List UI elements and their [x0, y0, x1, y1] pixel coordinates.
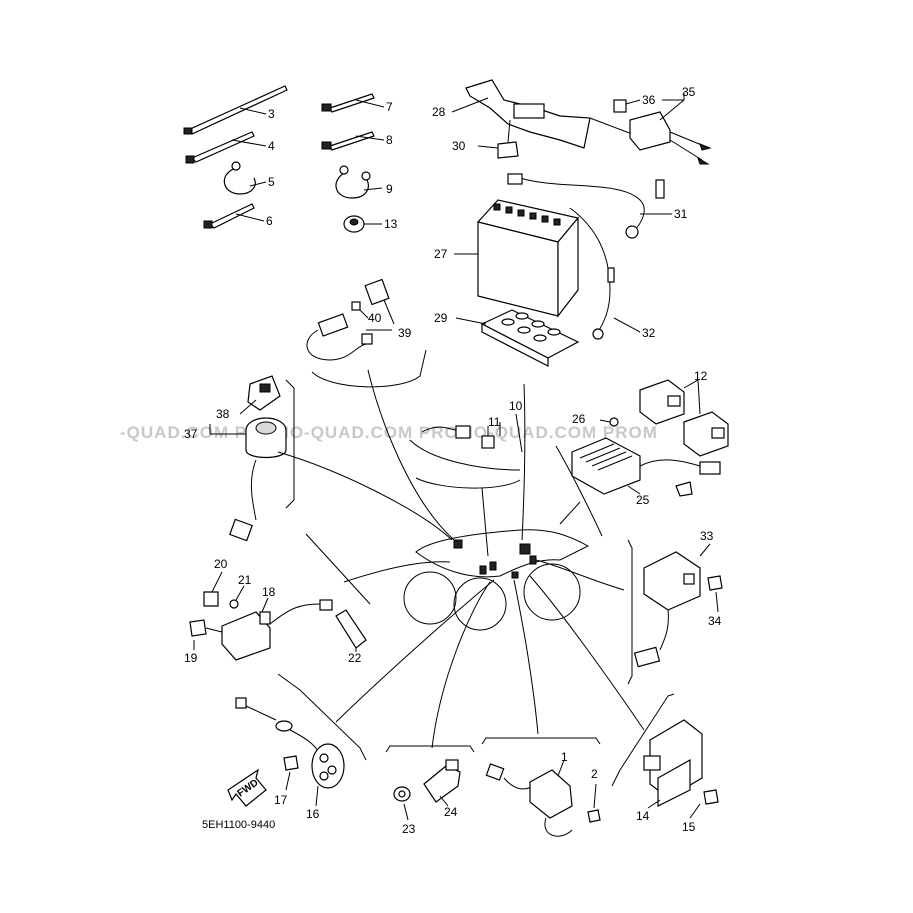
diagram-code: 5EH1100-9440 [202, 819, 275, 831]
part-label-28: 28 [432, 105, 446, 119]
part-label-20: 20 [214, 557, 228, 571]
part-label-21: 21 [238, 573, 252, 587]
ecu-group [611, 693, 719, 819]
part-label-12: 12 [694, 369, 708, 383]
part-label-26: 26 [572, 412, 586, 426]
part-label-33: 33 [700, 529, 714, 543]
part-label-2: 2 [591, 767, 598, 781]
part-label-18: 18 [262, 585, 276, 599]
part-label-3: 3 [268, 107, 275, 121]
part-label-19: 19 [184, 651, 198, 665]
main-switch-group [209, 375, 295, 542]
part-label-34: 34 [708, 614, 722, 628]
part-label-37: 37 [184, 427, 198, 441]
part-label-15: 15 [682, 820, 696, 834]
part-label-31: 31 [674, 207, 688, 221]
part-label-5: 5 [268, 175, 275, 189]
battery-group [451, 79, 712, 367]
battery-cells [493, 203, 561, 226]
part-label-24: 24 [444, 805, 458, 819]
part-label-22: 22 [348, 651, 362, 665]
part-label-40: 40 [368, 311, 382, 325]
part-label-32: 32 [642, 326, 656, 340]
speed-sensor-group [235, 673, 367, 807]
part-labels: 1 2 3 4 5 6 7 8 9 10 11 12 13 14 15 16 1… [184, 85, 722, 836]
part-label-23: 23 [402, 822, 416, 836]
part-label-30: 30 [452, 139, 466, 153]
relays-group [639, 379, 729, 457]
ignition-coil-group [481, 737, 601, 837]
wire-lead-group [306, 278, 427, 388]
leader-lines [277, 369, 645, 749]
vehicle-frame [403, 529, 590, 631]
part-label-1: 1 [561, 750, 568, 764]
part-label-35: 35 [682, 85, 696, 99]
cable-ties-group [183, 85, 385, 233]
fwd-arrow: FWD [227, 768, 267, 807]
part-label-4: 4 [268, 139, 275, 153]
part-label-8: 8 [386, 133, 393, 147]
part-label-13: 13 [384, 217, 398, 231]
part-label-36: 36 [642, 93, 656, 107]
part-label-6: 6 [266, 214, 273, 228]
part-label-16: 16 [306, 807, 320, 821]
part-label-38: 38 [216, 407, 230, 421]
part-label-17: 17 [274, 793, 288, 807]
part-label-27: 27 [434, 247, 448, 261]
neutral-switch-group [385, 745, 475, 821]
rectifier-group [555, 417, 721, 537]
part-label-10: 10 [509, 399, 523, 413]
starter-relay-group [189, 571, 367, 661]
part-label-39: 39 [398, 326, 412, 340]
cdi-unit-group [633, 543, 723, 668]
connector-group [409, 413, 523, 489]
part-label-9: 9 [386, 182, 393, 196]
part-label-14: 14 [636, 809, 650, 823]
part-label-7: 7 [386, 100, 393, 114]
part-label-11: 11 [488, 415, 501, 429]
part-label-25: 25 [636, 493, 650, 507]
part-label-29: 29 [434, 311, 448, 325]
